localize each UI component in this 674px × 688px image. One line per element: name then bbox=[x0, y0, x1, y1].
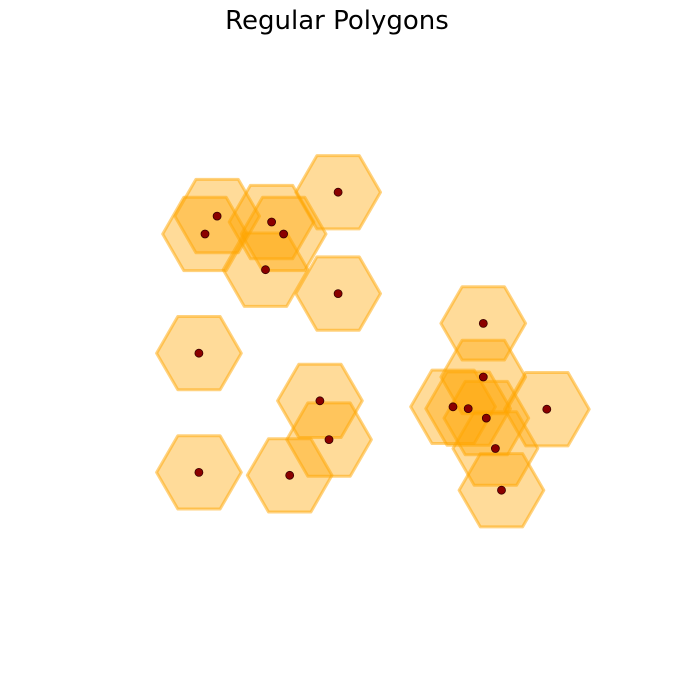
center-point-2 bbox=[267, 217, 277, 227]
center-point-6 bbox=[333, 289, 343, 299]
center-point-1 bbox=[212, 211, 222, 221]
center-point-10 bbox=[315, 396, 325, 406]
center-point-5 bbox=[261, 265, 270, 275]
center-point-11 bbox=[448, 402, 458, 412]
center-point-9 bbox=[478, 372, 488, 382]
center-point-15 bbox=[324, 435, 334, 445]
center-point-7 bbox=[194, 348, 204, 358]
center-point-13 bbox=[481, 413, 491, 423]
center-point-16 bbox=[490, 444, 500, 453]
center-point-17 bbox=[194, 467, 204, 477]
center-point-19 bbox=[497, 485, 506, 495]
center-point-12 bbox=[463, 404, 473, 414]
center-point-0 bbox=[200, 229, 210, 239]
center-point-18 bbox=[285, 470, 295, 480]
center-point-4 bbox=[333, 187, 343, 197]
center-point-layer bbox=[194, 187, 552, 495]
chart-title: Regular Polygons bbox=[225, 6, 449, 36]
center-point-8 bbox=[478, 318, 488, 328]
center-point-14 bbox=[542, 404, 552, 414]
hexagon-layer bbox=[155, 154, 591, 529]
center-point-3 bbox=[279, 229, 289, 239]
